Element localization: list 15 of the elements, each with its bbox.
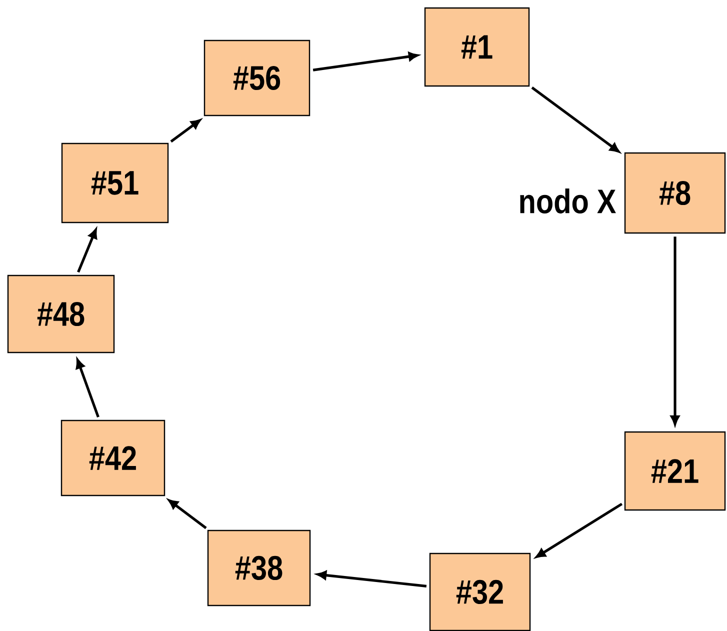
process-box: #56 bbox=[204, 40, 310, 116]
process-box: #8 bbox=[624, 152, 726, 234]
process-box: #42 bbox=[60, 420, 166, 496]
process-box: #32 bbox=[429, 552, 531, 631]
process-box: #51 bbox=[61, 142, 169, 224]
arrow bbox=[168, 499, 207, 530]
process-box: #21 bbox=[624, 431, 726, 511]
process-box: #48 bbox=[7, 274, 115, 354]
process-box: #38 bbox=[207, 530, 311, 606]
node-caption: nodo X bbox=[520, 188, 616, 214]
arrow bbox=[77, 228, 98, 273]
process-box: #1 bbox=[424, 7, 530, 87]
arrow bbox=[531, 86, 620, 152]
arrow bbox=[170, 119, 201, 143]
arrow bbox=[536, 502, 623, 558]
